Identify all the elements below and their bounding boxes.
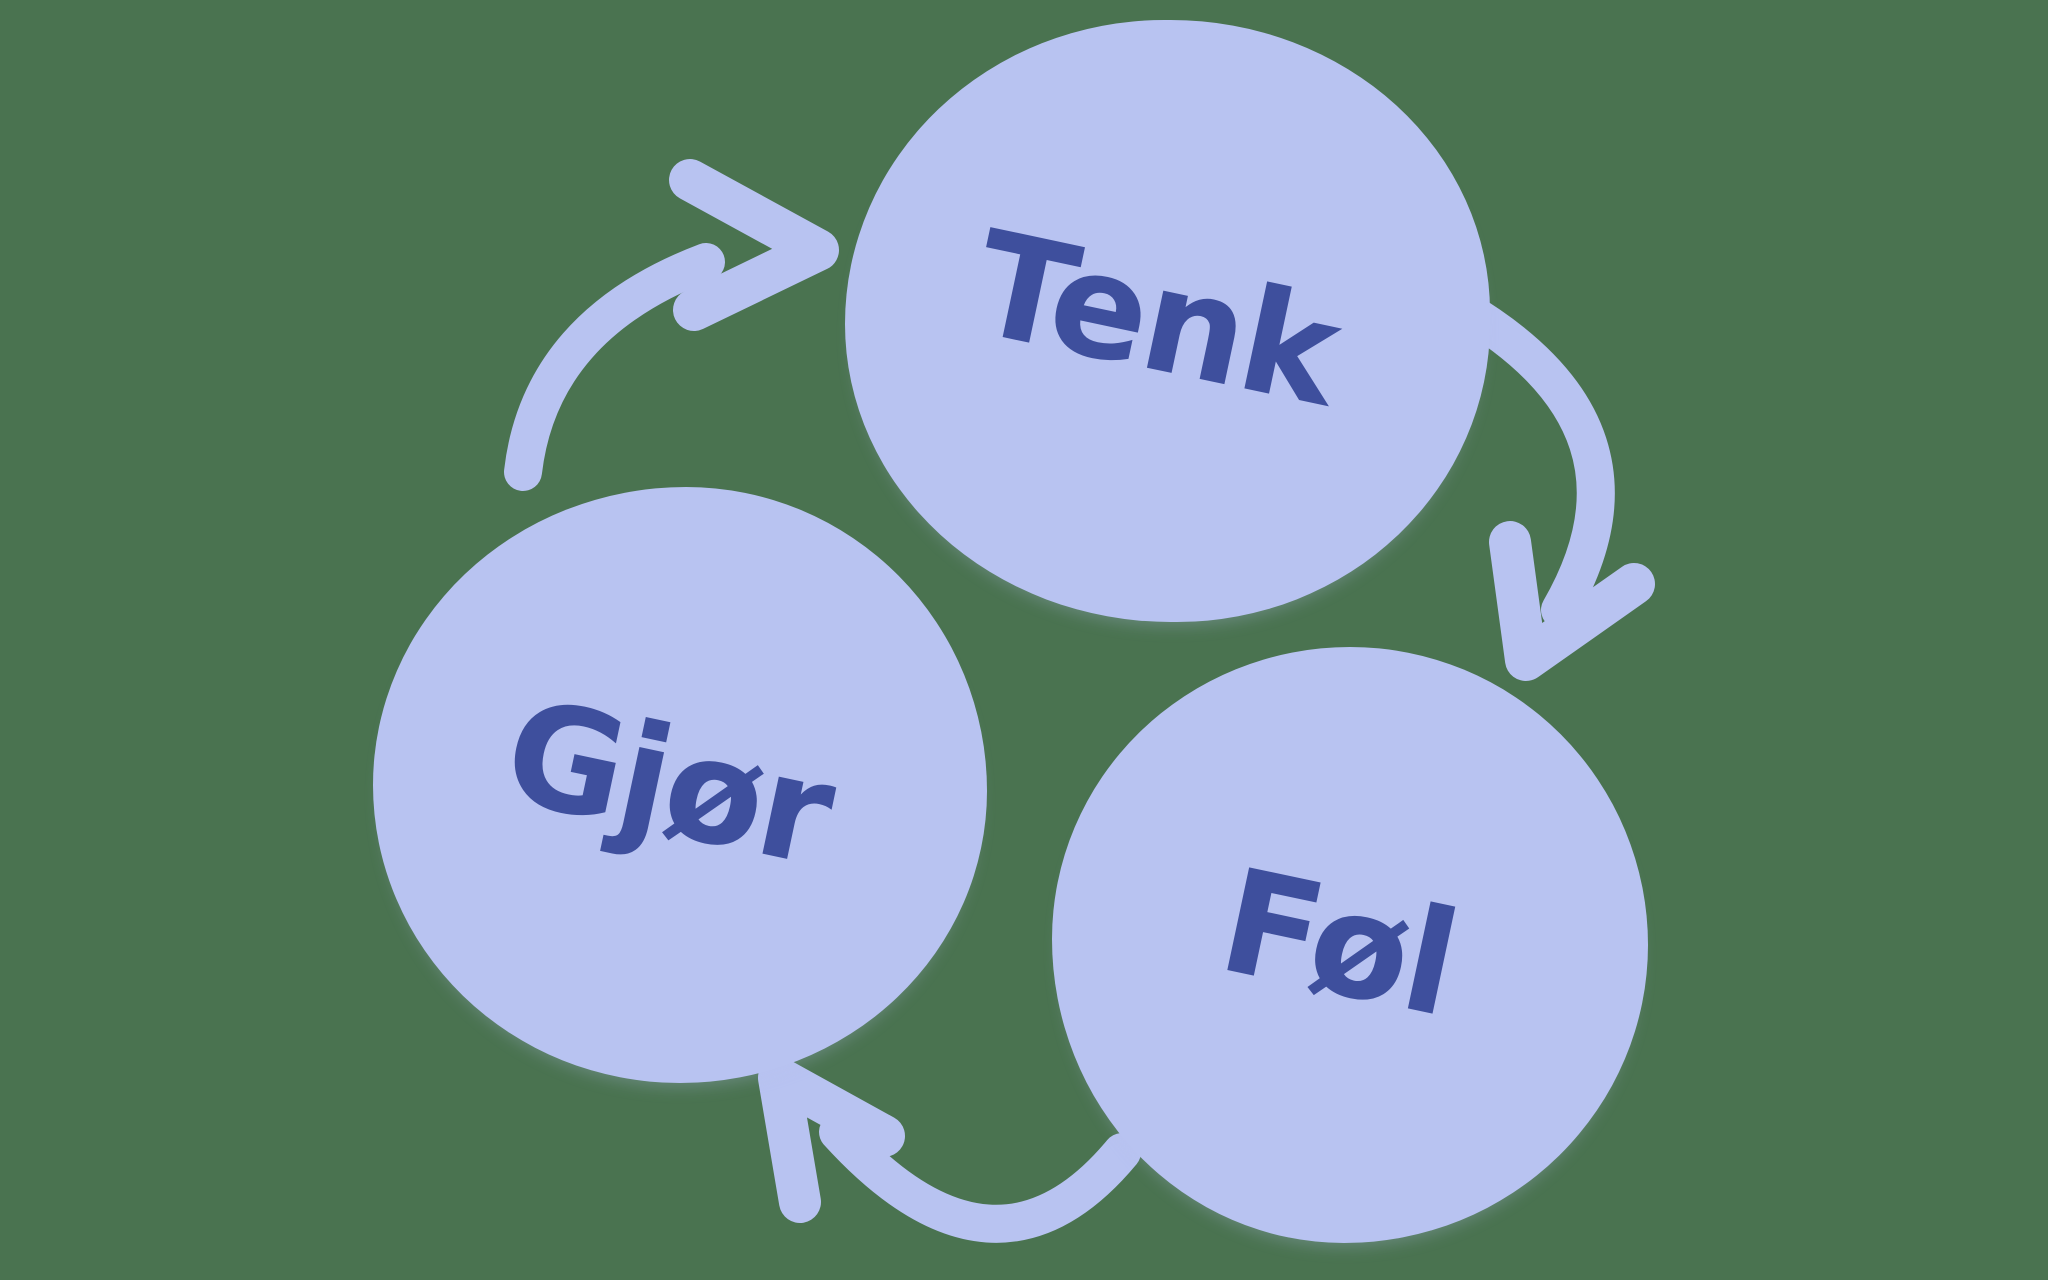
node-fol: Føl [1052, 647, 1648, 1243]
arrow-head-gjor-to-tenk [669, 159, 839, 331]
node-fol-label: Føl [1207, 836, 1470, 1049]
node-tenk: Tenk [845, 20, 1490, 622]
node-gjor: Gjør [373, 487, 987, 1083]
node-tenk-label: Tenk [960, 198, 1352, 439]
arrow-tail-gjor-to-tenk [504, 243, 725, 491]
arrow-head-fol-to-gjor [758, 1057, 905, 1223]
node-gjor-label: Gjør [491, 666, 846, 899]
arrow-head-tenk-to-fol [1489, 521, 1655, 681]
arrow-tail-fol-to-gjor [819, 1113, 1141, 1243]
